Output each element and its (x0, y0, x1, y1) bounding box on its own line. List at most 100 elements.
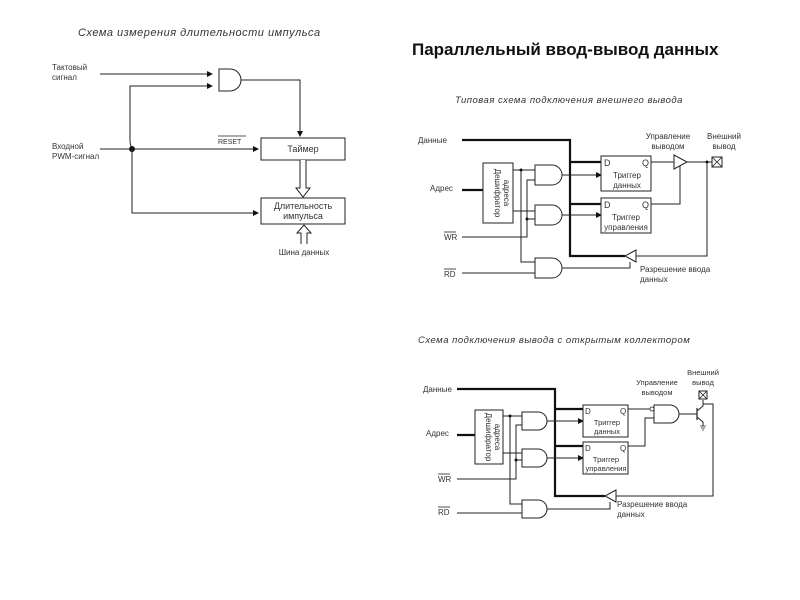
and-to-timer-wire (241, 79, 303, 137)
oc-pin-control-label: Управление (636, 378, 678, 387)
oc-input-buffer (603, 489, 617, 503)
oc-input-enable-label-2: данных (617, 510, 645, 519)
ff-data-label-2: данных (613, 181, 641, 190)
oc-ext-pin-label-2: вывод (692, 378, 714, 387)
data-flip-flop (600, 155, 652, 192)
wr-wire (462, 179, 535, 238)
timer-to-duration-arrow (294, 160, 312, 198)
pwm-input-label-2: PWM-сигнал (52, 152, 99, 161)
ff-ctrl-d-pin: D (604, 200, 611, 210)
ff-data-d-pin: D (604, 158, 611, 168)
oc-wr-label: WR (438, 475, 452, 484)
oc-and-gate-ctrl (521, 448, 548, 468)
oc-rd-label: RD (438, 508, 450, 517)
clock-signal-label-2: сигнал (52, 73, 77, 82)
reset-label: RESET (218, 139, 242, 146)
typical-output-title: Типовая схема подключения внешнего вывод… (455, 95, 683, 106)
and-gate (218, 68, 242, 92)
junction-dot (514, 458, 518, 462)
junction-dot (525, 217, 529, 221)
ff-ctrl-label: Триггер (612, 213, 640, 222)
oc-pin-to-input-buffer (616, 403, 714, 497)
oc-address-label: Адрес (426, 429, 449, 438)
oc-pin-control-label-2: выводом (642, 388, 673, 397)
pwm-to-and-wire (129, 83, 213, 140)
duration-label-2: импульса (283, 211, 323, 221)
pulse-measure-diagram: Схема измерения длительности импульса Та… (52, 27, 346, 257)
inverter-bubble (649, 406, 655, 412)
control-flip-flop (600, 197, 652, 234)
oc-ff-data-label-2: данных (594, 427, 620, 436)
oc-input-enable-label: Разрешение ввода (617, 500, 688, 509)
input-enable-label: Разрешение ввода (640, 265, 711, 274)
output-buffer (673, 154, 689, 170)
oc-ff-ctrl-d-pin: D (585, 444, 591, 453)
and-rd-to-buffer (562, 262, 631, 269)
oc-data-flip-flop (582, 404, 629, 438)
dec-to-rd-and (520, 170, 535, 263)
oc-ff-data-d-pin: D (585, 407, 591, 416)
page-title: Параллельный ввод-вывод данных (412, 40, 719, 59)
oc-ff-data-q-pin: Q (620, 407, 626, 416)
ff-data-label: Триггер (613, 171, 641, 180)
address-label: Адрес (430, 184, 453, 193)
pin-control-label-2: выводом (651, 142, 684, 151)
oc-output-and-gate (653, 404, 680, 424)
ext-pin-label-2: вывод (712, 142, 735, 151)
transistor-collector (696, 400, 704, 412)
data-bus-label: Шина данных (279, 248, 330, 257)
oc-dec-to-rd-and (509, 416, 522, 505)
rd-label: RD (444, 270, 456, 279)
oc-and-gate-data (521, 411, 548, 431)
junction-dot (508, 414, 512, 418)
and-gate-rd (534, 257, 563, 279)
ground-icon (700, 425, 706, 431)
pwm-to-duration-wire (131, 149, 259, 216)
typical-output-diagram: Типовая схема подключения внешнего вывод… (418, 95, 741, 284)
data-bus-arrow (295, 224, 313, 244)
duration-label: Длительность (274, 201, 333, 211)
decoder-label-2: адреса (502, 180, 511, 207)
open-collector-title: Схема подключения вывода с открытым колл… (418, 335, 690, 346)
oc-external-pin-cross-icon (698, 390, 708, 400)
data-bus-wire (462, 138, 625, 258)
oc-decoder-label: Дешифратор (484, 413, 493, 462)
timer-label: Таймер (287, 144, 318, 154)
and-gate-ctrl (534, 204, 563, 226)
oc-address-decoder (474, 409, 504, 465)
oc-ctrl-to-and (628, 417, 654, 447)
oc-ff-ctrl-label: Триггер (593, 455, 619, 464)
ff-data-q-pin: Q (642, 158, 649, 168)
oc-wr-wire (457, 424, 522, 480)
pwm-input-label: Входной (52, 142, 83, 151)
pulse-measure-title: Схема измерения длительности импульса (78, 27, 321, 39)
input-buffer (623, 249, 637, 263)
oc-and-gate-rd (521, 499, 548, 519)
oc-ff-data-label: Триггер (594, 418, 620, 427)
oc-and-rd-to-buffer (547, 502, 611, 510)
wire-hop (129, 139, 133, 150)
oc-decoder-label-2: адреса (493, 424, 502, 451)
oc-ff-ctrl-q-pin: Q (620, 444, 626, 453)
ctrl-to-buffer (651, 166, 681, 205)
clock-signal-label: Тактовый (52, 63, 87, 72)
and-gate-data (534, 164, 563, 186)
ff-ctrl-q-pin: Q (642, 200, 649, 210)
junction-dot (519, 168, 523, 172)
wr-label: WR (444, 233, 458, 242)
input-enable-label-2: данных (640, 275, 668, 284)
oc-ext-pin-label: Внешний (687, 368, 719, 377)
pulse-duration-block (260, 197, 346, 225)
oc-control-flip-flop (582, 441, 629, 475)
data-label: Данные (418, 136, 447, 145)
oc-data-bus-wire (457, 387, 605, 498)
external-pin-cross-icon (711, 156, 723, 168)
address-decoder (482, 162, 514, 224)
decoder-label: Дешифратор (493, 169, 502, 218)
oc-data-label: Данные (423, 385, 452, 394)
pin-control-label: Управление (646, 132, 691, 141)
pin-to-input-buffer (636, 162, 708, 257)
transistor-emitter (696, 416, 704, 426)
ff-ctrl-label-2: управления (604, 223, 648, 232)
